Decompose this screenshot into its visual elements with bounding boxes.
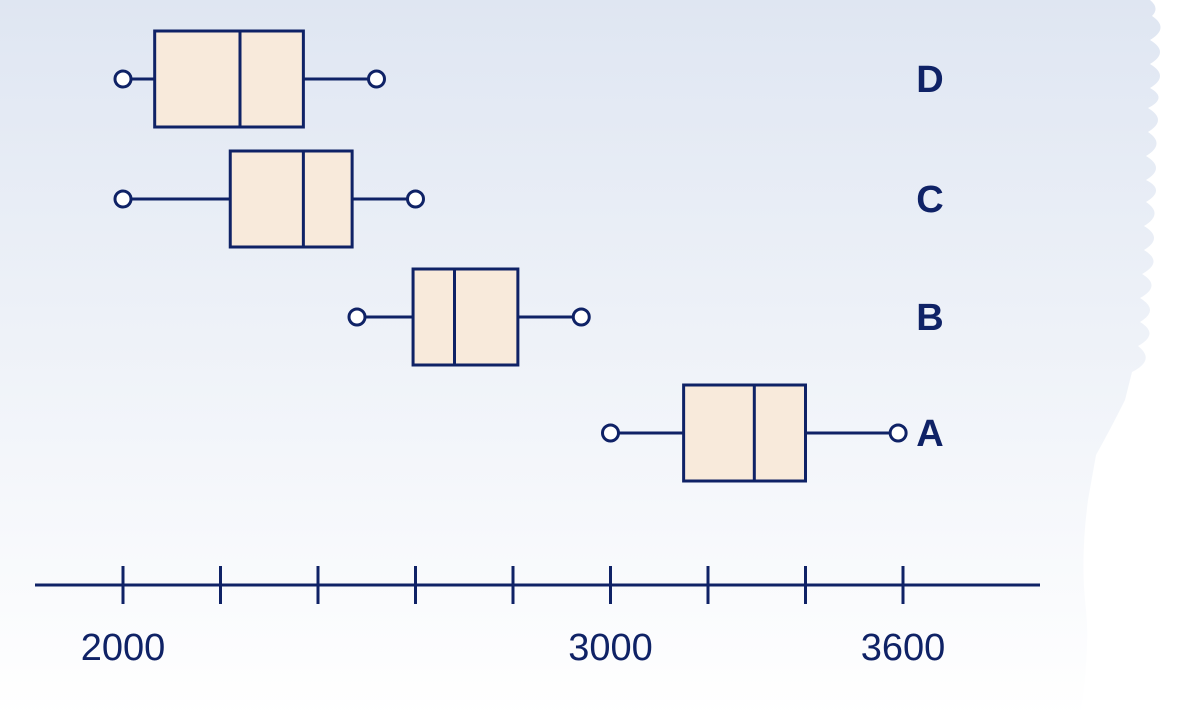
series-label: B [916, 297, 943, 339]
boxplot-a: A [601, 383, 944, 483]
max-marker [406, 189, 425, 209]
boxplot-d: D [113, 29, 944, 129]
boxplot-b: B [347, 267, 944, 367]
iqr-box [153, 29, 305, 129]
min-marker [347, 307, 367, 327]
max-marker [888, 423, 908, 443]
boxplot-c: C [113, 149, 944, 249]
iqr-box [411, 267, 520, 367]
series-label: C [916, 179, 943, 221]
series-label: D [916, 59, 943, 101]
min-marker [113, 189, 133, 209]
x-tick-label: 3000 [568, 627, 653, 669]
boxes-layer: D C B A [113, 29, 944, 483]
x-axis: 2000 3000 3600 [35, 566, 1040, 669]
max-marker [367, 69, 386, 89]
iqr-box [682, 383, 807, 483]
min-marker [113, 69, 133, 89]
iqr-box [228, 149, 354, 249]
series-label: A [916, 413, 943, 455]
max-marker [571, 307, 591, 327]
x-tick-label: 2000 [81, 627, 166, 669]
x-tick-label: 3600 [861, 627, 946, 669]
min-marker [601, 423, 620, 443]
